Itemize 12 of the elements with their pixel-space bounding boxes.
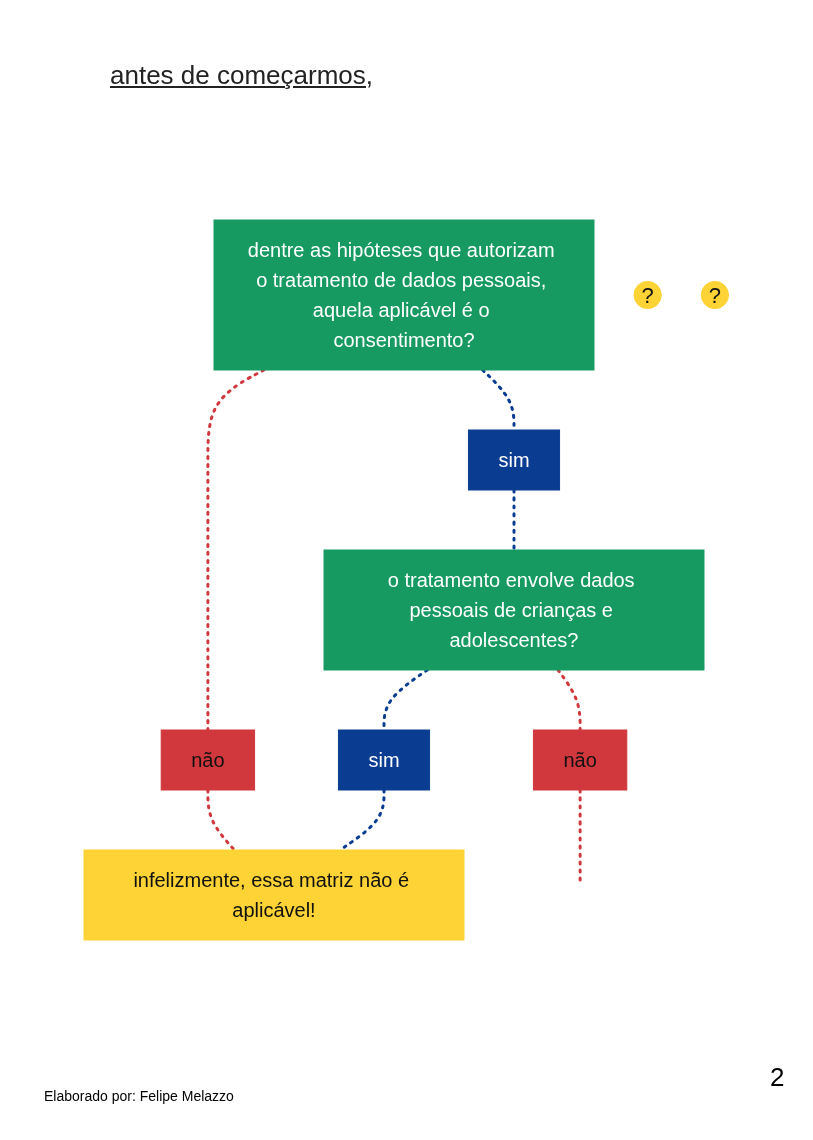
node-box: infelizmente, essa matriz não é aplicável! xyxy=(83,849,465,941)
page-number: 2 xyxy=(770,1062,785,1093)
node-box: dentre as hipóteses que autorizam o tratamento de dados pessoais, aquela aplicável é o consentimento? xyxy=(213,219,595,371)
author-credit: Elaborado por: Felipe Melazzo xyxy=(44,1088,234,1104)
node-box: o tratamento envolve dados pessoais de crianças e adolescentes? xyxy=(323,549,705,671)
node-box: sim xyxy=(338,729,431,791)
node-circle: ? xyxy=(633,280,662,310)
node-circle: ? xyxy=(701,280,730,310)
node-box: não xyxy=(160,729,256,791)
heading: antes de começarmos, xyxy=(110,60,373,91)
node-box: não xyxy=(533,729,628,791)
node-box: sim xyxy=(468,429,561,491)
